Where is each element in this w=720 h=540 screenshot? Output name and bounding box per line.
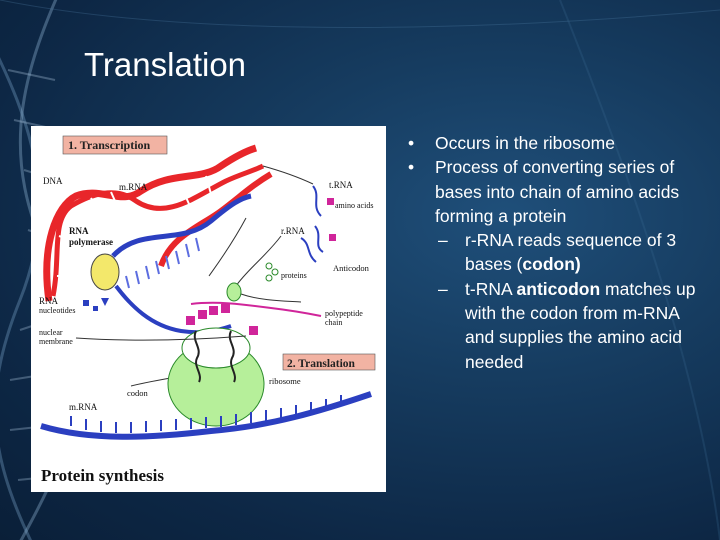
anticodon-bold: anticodon [516,278,601,299]
nuclear-membrane [75,335,247,341]
amino-acids-label: amino acids [335,201,373,210]
dna-helix [43,144,273,302]
dna-label: DNA [43,176,63,186]
mrna-strand-top [111,193,252,335]
anticodon-label: Anticodon [333,263,370,273]
codon-label: codon [127,388,149,398]
rna-nucleotides-label-2: nucleotides [39,306,75,315]
mrna-top-label: m.RNA [119,182,148,192]
figure-caption: Protein synthesis [41,466,164,485]
sub-bullet-item: – r-RNA reads sequence of 3 bases (codon… [408,228,708,277]
nuclear-membrane-label-1: nuclear [39,328,63,337]
bullet-mark: • [408,157,415,178]
mrna-bottom-label: m.RNA [69,402,98,412]
rna-nucleotides-label-1: RNA [39,296,59,306]
bullet-text-process: Process of converting series of bases in… [435,157,680,226]
mrna-strand-bottom [40,391,372,440]
rna-polymerase [90,253,120,291]
bullet-list: • Occurs in the ribosome • Process of co… [408,131,708,374]
slide-title: Translation [84,46,247,83]
bullet-item: • Occurs in the ribosome [408,131,708,155]
bullet-item: • Process of converting series of bases … [408,155,708,228]
polypeptide-label-1: polypeptide [325,309,363,318]
bullet-mark: • [408,133,415,153]
polypeptide-chain [186,301,322,335]
sub-bullet-mark: – [438,278,448,299]
sub-bullet-mark: – [438,230,448,251]
trna-label: t.RNA [329,180,353,190]
sub-bullet-text: r-RNA reads sequence of 3 bases (codon) [465,230,677,275]
rna-polymerase-label-1: RNA [69,226,89,236]
sub-bullet-text: t-RNA anticodon matches up with the codo… [465,278,696,372]
translation-label-box [282,353,376,371]
rna-nucleotides [83,298,109,311]
codon-bold: codon) [522,254,581,275]
transcription-label-box [62,135,168,155]
translation-label: 2. Translation [287,358,356,370]
nuclear-membrane-label-2: membrane [39,337,73,346]
proteins-label: proteins [281,271,307,280]
rrna-label: r.RNA [281,226,305,236]
bullet-text-ribosome: Occurs in the ribosome [435,133,615,153]
process-arrows [130,165,314,387]
polypeptide-label-2: chain [325,318,342,327]
ribosome-label: ribosome [269,376,301,386]
sub-bullet-item: – t-RNA anticodon matches up with the co… [408,277,708,374]
protein-synthesis-figure: 1. Transcription [31,126,386,492]
protein-synthesis-diagram: 1. Transcription [39,135,376,485]
transcription-label: 1. Transcription [68,138,151,152]
trna-molecules [300,185,336,263]
rna-polymerase-label-2: polymerase [69,237,113,247]
rrna-proteins [226,262,279,302]
